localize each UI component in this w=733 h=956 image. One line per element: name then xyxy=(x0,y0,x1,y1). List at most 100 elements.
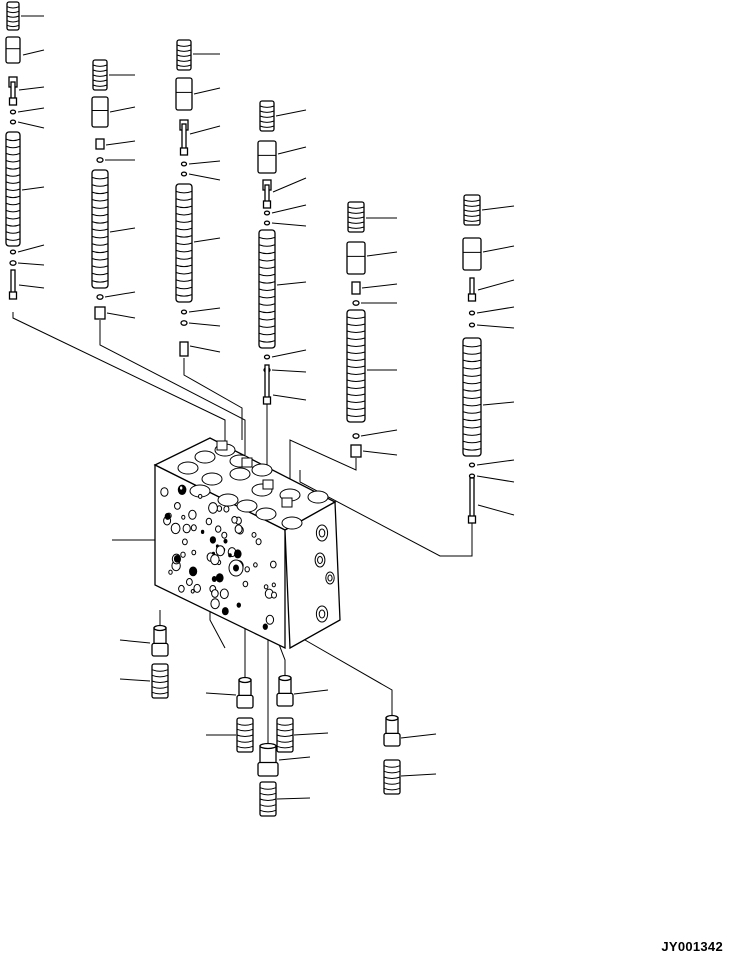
body-hole xyxy=(174,502,181,510)
side-port-inner xyxy=(318,609,326,619)
plug-small xyxy=(179,341,189,357)
spring-coil xyxy=(463,219,481,222)
body-hole xyxy=(228,553,232,558)
spool-land xyxy=(91,191,109,195)
spring-coil xyxy=(151,686,169,689)
retainer-cap xyxy=(462,237,482,271)
spool-land xyxy=(258,340,276,343)
body-hole xyxy=(234,524,243,534)
body-hole xyxy=(182,523,191,534)
callout-leader xyxy=(205,692,237,696)
spool-land xyxy=(91,221,109,224)
top-port xyxy=(177,461,199,475)
spool-land xyxy=(91,280,109,283)
retainer-cap xyxy=(5,36,21,64)
valve-body xyxy=(153,437,341,650)
body-hole xyxy=(255,538,262,546)
body-hole xyxy=(168,569,173,575)
spool-land xyxy=(258,273,276,277)
spool-land xyxy=(91,250,109,254)
seat xyxy=(95,138,105,150)
callout-leader xyxy=(109,227,136,233)
side-port-inner xyxy=(318,528,326,538)
spool-land xyxy=(5,152,21,156)
top-port xyxy=(255,507,277,521)
spool-land xyxy=(462,344,482,348)
top-port xyxy=(201,472,223,486)
pin-tip xyxy=(8,291,18,300)
spool-land xyxy=(5,217,21,220)
pin xyxy=(467,277,477,302)
body-hole xyxy=(236,602,241,608)
plug-head xyxy=(383,732,401,747)
cap-body xyxy=(91,96,109,128)
spring-coil xyxy=(92,74,108,77)
spool-land xyxy=(175,235,193,238)
o-ring xyxy=(468,462,476,468)
body-hole xyxy=(208,502,218,514)
spring-coil xyxy=(347,226,365,229)
plug xyxy=(383,714,401,747)
callout-leader xyxy=(275,109,307,117)
o-ring xyxy=(180,320,188,326)
plug-head xyxy=(257,761,279,777)
spool-land xyxy=(258,259,276,262)
callout-leader xyxy=(476,475,515,483)
spring-coil xyxy=(383,770,401,774)
spool-land xyxy=(91,176,109,180)
top-port-boss xyxy=(262,479,274,490)
callout-leader xyxy=(106,312,136,319)
spool-land xyxy=(346,316,366,319)
callout-leader xyxy=(193,237,221,243)
retainer-cap xyxy=(175,77,193,111)
spring-coil xyxy=(276,745,294,749)
cap-body xyxy=(346,241,366,275)
body-hole xyxy=(231,516,238,524)
pin-tip xyxy=(262,200,272,209)
top-port xyxy=(281,516,303,530)
body-hole xyxy=(182,538,188,546)
spring-coil xyxy=(259,804,277,807)
pin-tip xyxy=(179,147,189,156)
body-hole xyxy=(164,512,171,520)
body-hole xyxy=(215,545,225,557)
plug-head xyxy=(236,694,254,709)
lower-plugs-and-springs xyxy=(151,624,401,817)
plug-top xyxy=(153,624,167,632)
top-port xyxy=(307,490,329,504)
spool-land xyxy=(462,433,482,436)
body-hole xyxy=(211,576,217,582)
o-ring xyxy=(263,210,271,216)
spool-land xyxy=(91,258,109,261)
spool-land xyxy=(258,332,276,336)
spool-land xyxy=(175,213,193,216)
spool-land xyxy=(346,386,366,389)
spring-coil xyxy=(383,765,401,768)
assembly-line xyxy=(289,439,357,492)
o-ring xyxy=(263,354,271,360)
spring-coil xyxy=(151,680,169,684)
callout-leader xyxy=(361,283,398,289)
assembly-line xyxy=(299,470,473,557)
spring-coil xyxy=(259,115,275,118)
spring xyxy=(151,663,169,699)
callout-leader xyxy=(17,262,45,266)
spring xyxy=(176,39,192,71)
spool-land xyxy=(346,337,366,340)
spool-land xyxy=(5,160,21,163)
top-port xyxy=(217,493,239,507)
o-ring xyxy=(468,322,476,328)
spool-stack-2 xyxy=(91,59,109,320)
spool-stack-5 xyxy=(346,201,366,458)
cap-body xyxy=(462,237,482,271)
top-port xyxy=(251,463,273,477)
callout-leader xyxy=(189,345,221,353)
body-hole xyxy=(215,573,224,583)
spool xyxy=(175,183,193,303)
callout-leader xyxy=(276,797,311,800)
callout-leader xyxy=(360,429,398,437)
spool-land xyxy=(258,310,276,314)
plug-small xyxy=(94,306,106,320)
top-port xyxy=(194,450,216,464)
spool-land xyxy=(175,264,193,268)
